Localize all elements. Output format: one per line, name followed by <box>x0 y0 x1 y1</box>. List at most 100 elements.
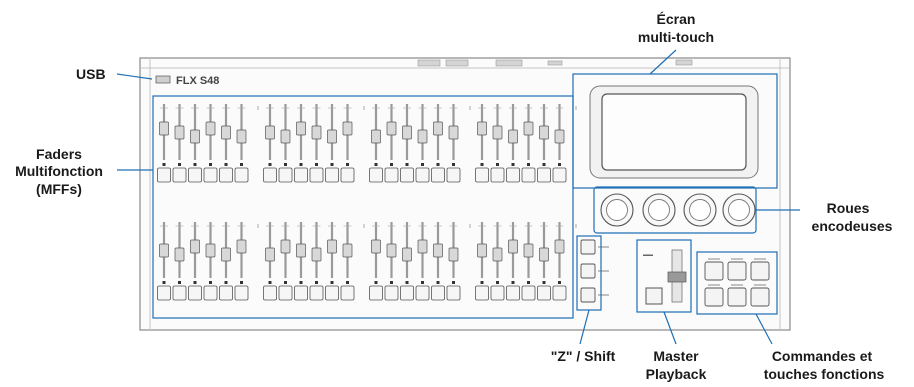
fader-button[interactable] <box>263 167 277 183</box>
fader-button[interactable] <box>415 167 430 183</box>
fader-cap[interactable] <box>448 125 459 140</box>
fader-cap[interactable] <box>433 121 443 136</box>
fader-button[interactable] <box>537 285 551 301</box>
fader-cap[interactable] <box>174 247 185 262</box>
fader-button[interactable] <box>203 285 218 301</box>
fader-button[interactable] <box>415 285 430 301</box>
fader-cap[interactable] <box>448 247 459 262</box>
command-key[interactable] <box>727 287 747 307</box>
fader-button[interactable] <box>446 167 461 183</box>
fader-button[interactable] <box>157 167 171 183</box>
fader-button[interactable] <box>475 285 489 301</box>
fader-button[interactable] <box>219 167 233 183</box>
fader-cap[interactable] <box>190 239 200 254</box>
fader-button[interactable] <box>157 285 171 301</box>
fader-button[interactable] <box>506 167 520 183</box>
fader-button[interactable] <box>294 167 308 183</box>
fader-cap[interactable] <box>327 239 337 254</box>
fader-cap[interactable] <box>280 239 291 254</box>
fader-button[interactable] <box>552 167 567 183</box>
fader-button[interactable] <box>325 285 339 301</box>
fader-cap[interactable] <box>236 239 247 254</box>
fader-cap[interactable] <box>417 239 428 254</box>
fader-button[interactable] <box>219 285 233 301</box>
fader-cap[interactable] <box>190 129 200 144</box>
fader-button[interactable] <box>309 167 324 183</box>
fader-cap[interactable] <box>205 243 216 258</box>
fader-cap[interactable] <box>205 121 216 136</box>
fader-cap[interactable] <box>508 129 518 144</box>
shift-key[interactable] <box>580 287 596 303</box>
fader-button[interactable] <box>400 167 414 183</box>
fader-cap[interactable] <box>174 125 185 140</box>
fader-cap[interactable] <box>386 121 397 136</box>
fader-cap[interactable] <box>342 121 353 136</box>
fader-button[interactable] <box>340 167 355 183</box>
fader-button[interactable] <box>446 285 461 301</box>
command-key[interactable] <box>750 261 770 281</box>
fader-cap[interactable] <box>265 125 275 140</box>
shift-key[interactable] <box>580 239 596 255</box>
fader-cap[interactable] <box>492 247 503 262</box>
fader-cap[interactable] <box>371 129 381 144</box>
fader-button[interactable] <box>384 285 399 301</box>
fader-cap[interactable] <box>477 121 487 136</box>
fader-button[interactable] <box>384 167 399 183</box>
fader-cap[interactable] <box>402 247 412 262</box>
fader-cap[interactable] <box>159 243 169 258</box>
fader-cap[interactable] <box>342 243 353 258</box>
fader-button[interactable] <box>400 285 414 301</box>
fader-button[interactable] <box>537 167 551 183</box>
command-key[interactable] <box>750 287 770 307</box>
fader-button[interactable] <box>263 285 277 301</box>
fader-cap[interactable] <box>327 129 337 144</box>
fader-button[interactable] <box>521 285 536 301</box>
fader-button[interactable] <box>188 285 202 301</box>
fader-button[interactable] <box>490 167 505 183</box>
fader-button[interactable] <box>172 167 187 183</box>
fader-button[interactable] <box>294 285 308 301</box>
fader-button[interactable] <box>431 285 445 301</box>
fader-cap[interactable] <box>402 125 412 140</box>
fader-button[interactable] <box>521 167 536 183</box>
fader-cap[interactable] <box>523 121 534 136</box>
fader-cap[interactable] <box>417 129 428 144</box>
fader-cap[interactable] <box>265 247 275 262</box>
fader-button[interactable] <box>278 167 293 183</box>
fader-button[interactable] <box>278 285 293 301</box>
fader-cap[interactable] <box>433 243 443 258</box>
fader-button[interactable] <box>340 285 355 301</box>
command-key[interactable] <box>704 287 724 307</box>
fader-cap[interactable] <box>221 125 231 140</box>
fader-cap[interactable] <box>296 243 306 258</box>
fader-button[interactable] <box>234 285 249 301</box>
fader-button[interactable] <box>309 285 324 301</box>
fader-cap[interactable] <box>554 239 565 254</box>
fader-cap[interactable] <box>221 247 231 262</box>
fader-cap[interactable] <box>492 125 503 140</box>
fader-button[interactable] <box>172 285 187 301</box>
fader-cap[interactable] <box>554 129 565 144</box>
fader-cap[interactable] <box>296 121 306 136</box>
fader-button[interactable] <box>506 285 520 301</box>
fader-button[interactable] <box>431 167 445 183</box>
fader-cap[interactable] <box>371 239 381 254</box>
fader-cap[interactable] <box>280 129 291 144</box>
command-key[interactable] <box>704 261 724 281</box>
fader-cap[interactable] <box>508 239 518 254</box>
fader-button[interactable] <box>325 167 339 183</box>
command-key[interactable] <box>727 261 747 281</box>
fader-button[interactable] <box>490 285 505 301</box>
fader-cap[interactable] <box>236 129 247 144</box>
fader-cap[interactable] <box>159 121 169 136</box>
fader-button[interactable] <box>203 167 218 183</box>
fader-button[interactable] <box>475 167 489 183</box>
fader-cap[interactable] <box>386 243 397 258</box>
fader-button[interactable] <box>552 285 567 301</box>
fader-button[interactable] <box>369 167 383 183</box>
fader-cap[interactable] <box>311 247 322 262</box>
fader-cap[interactable] <box>539 247 549 262</box>
fader-button[interactable] <box>188 167 202 183</box>
fader-button[interactable] <box>234 167 249 183</box>
fader-button[interactable] <box>369 285 383 301</box>
